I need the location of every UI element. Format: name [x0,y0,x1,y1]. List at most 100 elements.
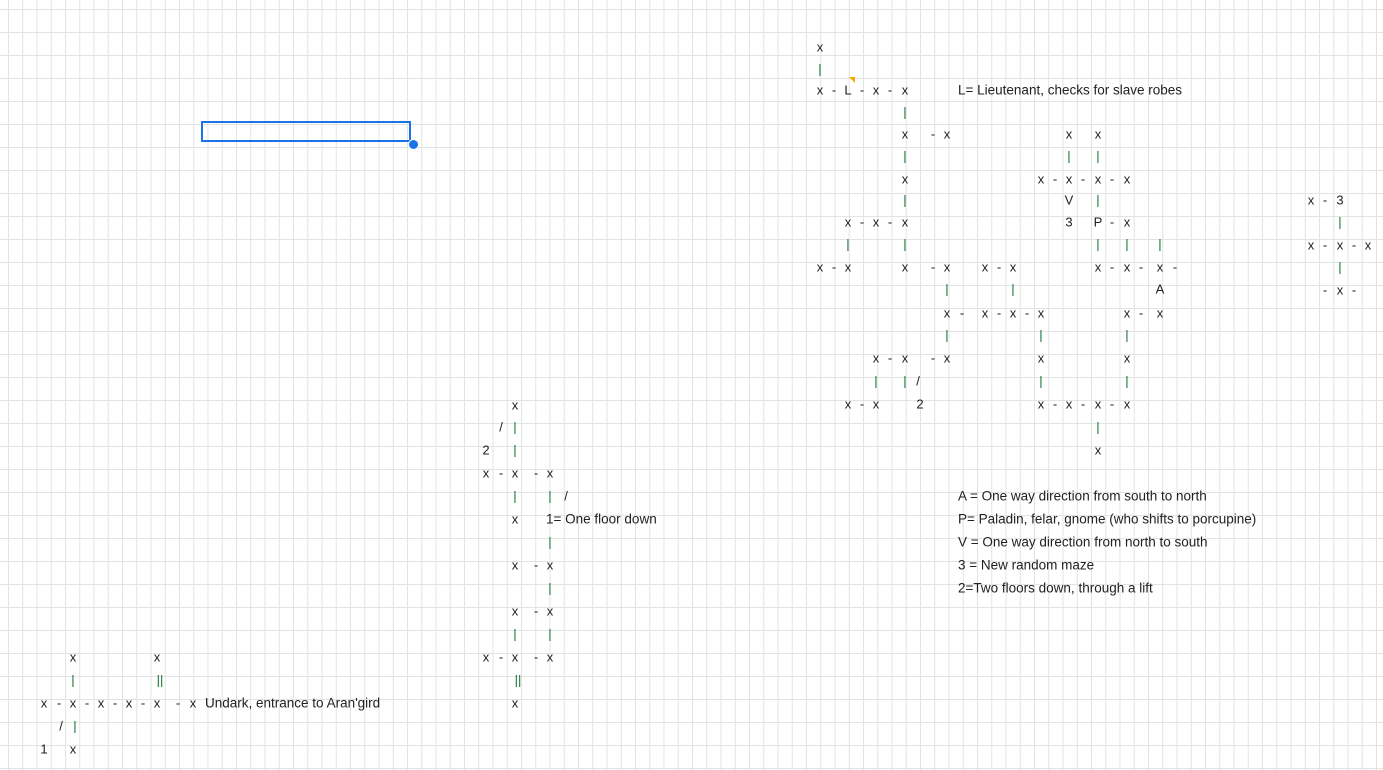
map-cell[interactable]: x [69,649,77,665]
legend-note-cell[interactable]: L= Lieutenant, checks for slave robes [958,82,1183,98]
map-cell[interactable]: x [872,396,880,412]
path-connector-cell[interactable]: | [513,419,517,435]
map-cell[interactable]: x [981,305,989,321]
path-connector-cell[interactable]: | [1125,236,1129,252]
map-cell[interactable]: x [1065,171,1073,187]
path-connector-cell[interactable]: | [874,373,878,389]
legend-note-cell[interactable]: Undark, entrance to Aran'gird [205,695,381,711]
map-cell[interactable]: x [943,305,951,321]
map-cell[interactable]: / [499,419,503,435]
path-connector-cell[interactable]: | [846,236,850,252]
path-connector-cell[interactable]: | [548,488,552,504]
map-cell[interactable]: x [1123,305,1131,321]
map-cell[interactable]: x [816,39,824,55]
map-cell[interactable]: - [84,695,90,711]
map-cell[interactable]: x [1094,171,1102,187]
map-cell[interactable]: - [1322,237,1328,253]
map-cell[interactable]: - [56,695,62,711]
path-connector-cell[interactable]: | [1096,192,1100,208]
path-connector-cell[interactable]: | [513,488,517,504]
map-cell[interactable]: - [831,82,837,98]
map-cell[interactable]: x [125,695,133,711]
map-cell[interactable]: - [996,259,1002,275]
map-cell[interactable]: - [140,695,146,711]
map-cell[interactable]: P [1093,214,1103,230]
path-connector-cell[interactable]: | [71,672,75,688]
map-cell[interactable]: x [482,649,490,665]
map-cell[interactable]: - [887,214,893,230]
map-cell[interactable]: x [1123,171,1131,187]
map-cell[interactable]: - [498,465,504,481]
path-connector-cell[interactable]: || [514,672,522,688]
map-cell[interactable]: x [1037,396,1045,412]
map-cell[interactable]: - [533,465,539,481]
map-cell[interactable]: x [1037,305,1045,321]
path-connector-cell[interactable]: | [1011,281,1015,297]
path-connector-cell[interactable]: | [945,281,949,297]
map-cell[interactable]: - [930,350,936,366]
map-cell[interactable]: x [1009,305,1017,321]
map-cell[interactable]: x [482,465,490,481]
map-cell[interactable]: x [1123,350,1131,366]
map-cell[interactable]: x [511,603,519,619]
path-connector-cell[interactable]: | [1067,148,1071,164]
map-cell[interactable]: - [1080,396,1086,412]
path-connector-cell[interactable]: | [73,718,77,734]
map-cell[interactable]: x [511,649,519,665]
map-cell[interactable]: x [943,350,951,366]
map-cell[interactable]: x [943,126,951,142]
path-connector-cell[interactable]: | [903,236,907,252]
map-cell[interactable]: x [1307,192,1315,208]
map-cell[interactable]: x [1156,305,1164,321]
map-cell[interactable]: x [1123,396,1131,412]
map-cell[interactable]: - [959,305,965,321]
map-cell[interactable]: - [1351,282,1357,298]
map-cell[interactable]: x [901,126,909,142]
map-cell[interactable]: - [112,695,118,711]
path-connector-cell[interactable]: | [548,626,552,642]
path-connector-cell[interactable]: | [945,327,949,343]
map-cell[interactable]: 2 [482,442,490,458]
map-cell[interactable]: x [511,557,519,573]
map-cell[interactable]: x [1094,442,1102,458]
map-cell[interactable]: x [1037,171,1045,187]
map-cell[interactable]: x [1009,259,1017,275]
fill-handle[interactable] [408,139,419,150]
map-cell[interactable]: x [1065,396,1073,412]
map-cell[interactable]: - [930,126,936,142]
map-cell[interactable]: x [872,350,880,366]
map-cell[interactable]: 1 [40,741,48,757]
map-cell[interactable]: - [1109,214,1115,230]
map-cell[interactable]: - [1109,259,1115,275]
map-cell[interactable]: x [943,259,951,275]
map-cell[interactable]: - [1109,396,1115,412]
map-cell[interactable]: A [1155,281,1165,297]
path-connector-cell[interactable]: | [548,580,552,596]
map-cell[interactable]: x [1094,396,1102,412]
path-connector-cell[interactable]: | [1158,236,1162,252]
path-connector-cell[interactable]: | [1039,327,1043,343]
map-cell[interactable]: x [901,82,909,98]
map-cell[interactable]: x [1336,282,1344,298]
path-connector-cell[interactable]: | [1096,236,1100,252]
legend-note-cell[interactable]: 2=Two floors down, through a lift [958,580,1153,596]
path-connector-cell[interactable]: | [1039,373,1043,389]
map-cell[interactable]: x [69,695,77,711]
map-cell[interactable]: x [901,171,909,187]
legend-note-cell[interactable]: P= Paladin, felar, gnome (who shifts to … [958,511,1257,527]
map-cell[interactable]: - [533,557,539,573]
map-cell[interactable]: - [1052,171,1058,187]
map-cell[interactable]: - [930,259,936,275]
map-cell[interactable]: x [1364,237,1372,253]
map-cell[interactable]: / [59,718,63,734]
map-cell[interactable]: x [901,214,909,230]
map-cell[interactable]: x [1123,259,1131,275]
map-cell[interactable]: - [996,305,1002,321]
map-cell[interactable]: L [844,82,852,98]
map-cell[interactable]: x [153,649,161,665]
map-cell[interactable]: x [511,465,519,481]
path-connector-cell[interactable]: | [548,534,552,550]
map-cell[interactable]: x [844,259,852,275]
map-cell[interactable]: x [1065,126,1073,142]
